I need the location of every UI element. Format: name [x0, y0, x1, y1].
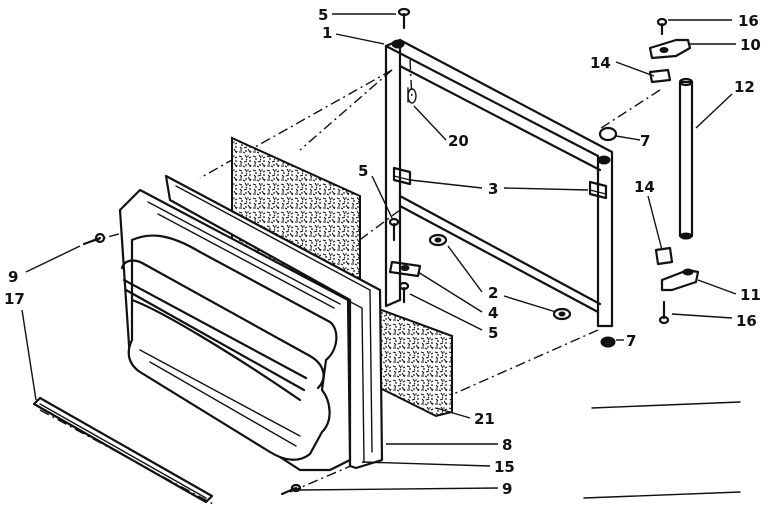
- svg-text:15: 15: [494, 458, 515, 476]
- callout-5-lower: 5: [409, 293, 498, 342]
- svg-text:1: 1: [322, 24, 332, 42]
- svg-text:9: 9: [502, 480, 512, 498]
- callout-15: 15: [361, 458, 515, 476]
- svg-text:5: 5: [318, 6, 328, 24]
- hinge-bracket-right: [588, 180, 608, 200]
- callout-9-bottom: 9: [299, 480, 512, 498]
- bracket-part-4: [388, 260, 422, 278]
- callout-14-lower: 14: [634, 178, 663, 251]
- hinge-top: [648, 38, 692, 60]
- svg-text:5: 5: [488, 324, 498, 342]
- callout-5-mid: 5: [358, 162, 393, 219]
- callout-8: 8: [386, 436, 512, 454]
- screw-middle: [388, 217, 400, 242]
- svg-text:21: 21: [474, 410, 495, 428]
- outer-door-panel: [384, 38, 614, 328]
- callout-9-left: 9: [8, 245, 81, 286]
- svg-text:14: 14: [634, 178, 655, 196]
- screw-bottom-9: [280, 483, 302, 496]
- cap-upper: [598, 126, 618, 142]
- svg-text:10: 10: [740, 36, 761, 54]
- callout-16-lower: 16: [671, 312, 757, 330]
- screw-lower-right: [658, 300, 670, 325]
- svg-text:5: 5: [358, 162, 368, 180]
- svg-text:17: 17: [4, 290, 25, 308]
- spacer-disk-lower: [552, 307, 572, 321]
- callout-5-top: 5: [318, 6, 396, 24]
- hinge-rod: [678, 77, 694, 240]
- callout-3: 3: [409, 179, 589, 198]
- callout-10: 10: [690, 36, 761, 54]
- svg-text:4: 4: [488, 304, 498, 322]
- svg-text:9: 9: [8, 268, 18, 286]
- shim-lower: [654, 246, 674, 266]
- svg-text:14: 14: [590, 54, 611, 72]
- callout-1: 1: [322, 24, 385, 45]
- hinge-bottom: [660, 268, 700, 292]
- callout-2: 2: [447, 245, 557, 313]
- svg-text:7: 7: [640, 132, 650, 150]
- svg-text:8: 8: [502, 436, 512, 454]
- screw-upper-right: [656, 17, 668, 36]
- callout-14-top: 14: [590, 54, 655, 77]
- door-gasket: [149, 174, 384, 470]
- trim-strip: [32, 396, 214, 504]
- callout-20: 20: [413, 105, 469, 150]
- svg-text:2: 2: [488, 284, 498, 302]
- callout-17: 17: [4, 290, 37, 401]
- hinge-bracket-left: [392, 166, 412, 186]
- svg-text:20: 20: [448, 132, 469, 150]
- svg-text:11: 11: [740, 286, 761, 304]
- screw-lower: [398, 281, 410, 304]
- callout-21: 21: [435, 407, 495, 428]
- spacer-disk-upper: [428, 233, 448, 247]
- plug-part-20: [407, 87, 417, 104]
- cap-lower: [600, 336, 616, 348]
- svg-text:3: 3: [488, 180, 498, 198]
- callout-4: 4: [417, 271, 498, 322]
- screw-left-9: [82, 232, 106, 246]
- svg-text:7: 7: [626, 332, 636, 350]
- svg-text:12: 12: [734, 78, 755, 96]
- callout-7-top: 7: [615, 132, 650, 150]
- svg-text:16: 16: [736, 312, 757, 330]
- callout-16-top: 16: [668, 12, 759, 30]
- edge-marks: [583, 401, 741, 499]
- callout-labels: 5 1 16 10 14 12 20 7: [4, 6, 761, 498]
- liner-shelves: [120, 234, 338, 461]
- screw-top: [397, 7, 411, 30]
- svg-text:16: 16: [738, 12, 759, 30]
- callout-7-lower: 7: [616, 332, 636, 350]
- callout-11: 11: [697, 279, 761, 304]
- shim-upper: [648, 68, 672, 84]
- callout-12: 12: [695, 78, 755, 129]
